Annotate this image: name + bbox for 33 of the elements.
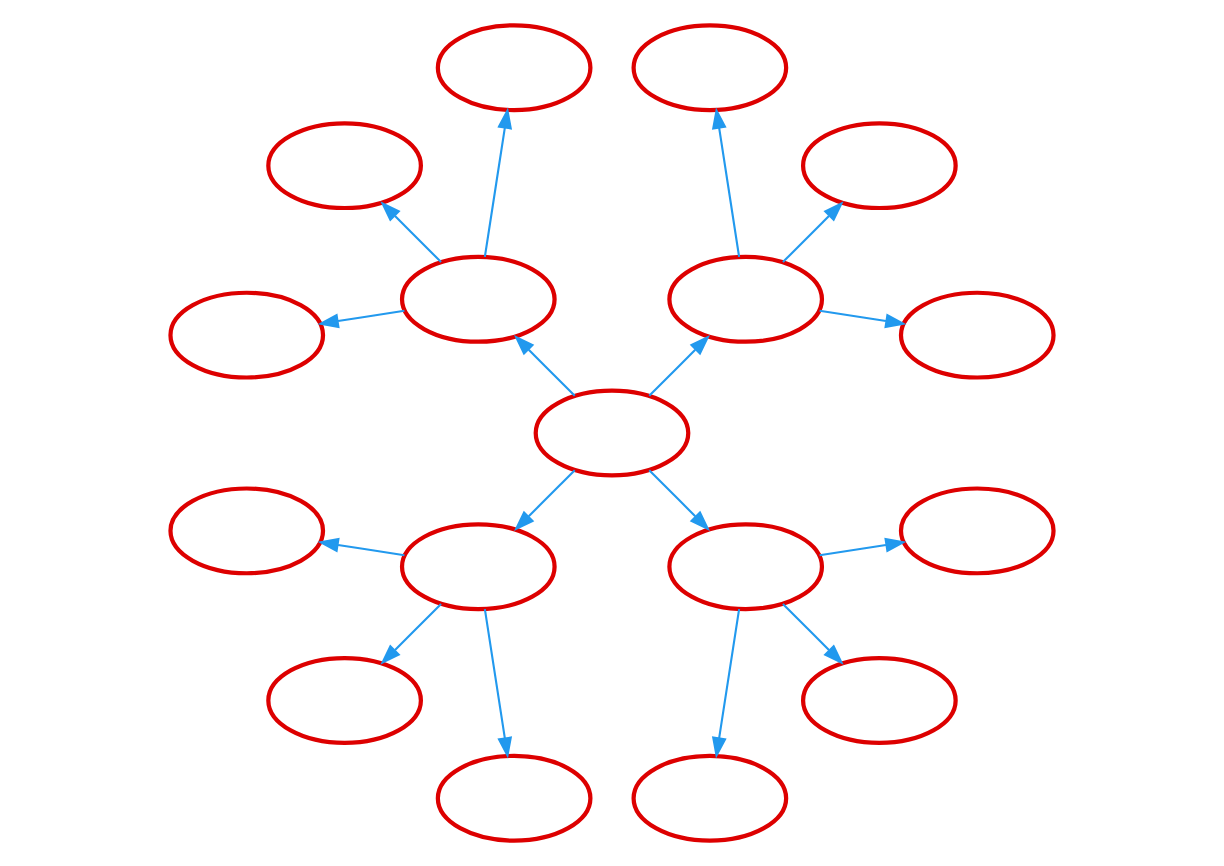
node-ellipse	[667, 254, 825, 344]
node-ellipse	[667, 522, 825, 612]
arrow	[514, 335, 576, 397]
node-ellipse	[435, 753, 593, 843]
node-ellipse	[168, 486, 326, 576]
arrow	[782, 603, 844, 665]
arrow	[819, 537, 907, 557]
arrow	[483, 609, 513, 759]
node-ellipse	[399, 522, 557, 612]
node-ellipse	[631, 753, 789, 843]
arrow	[711, 107, 741, 257]
arrow	[648, 469, 710, 531]
arrow	[648, 335, 710, 397]
node-ellipse	[533, 388, 691, 478]
arrow	[380, 201, 442, 263]
node-ellipse	[399, 254, 557, 344]
arrow	[782, 201, 844, 263]
node-ellipse	[266, 655, 423, 745]
arrow	[819, 309, 907, 329]
arrow	[317, 309, 405, 329]
node-ellipse	[631, 23, 789, 113]
node-ellipse	[168, 290, 326, 380]
node-ellipse	[898, 486, 1056, 576]
arrow	[711, 609, 741, 759]
node-ellipse	[266, 121, 423, 211]
arrow	[514, 469, 576, 531]
node-ellipse	[801, 655, 958, 745]
arrow	[380, 603, 442, 665]
node-ellipse	[898, 290, 1056, 380]
node-ellipse	[435, 23, 593, 113]
arrow	[483, 107, 513, 257]
node-ellipse	[801, 121, 958, 211]
arrow	[317, 537, 405, 557]
